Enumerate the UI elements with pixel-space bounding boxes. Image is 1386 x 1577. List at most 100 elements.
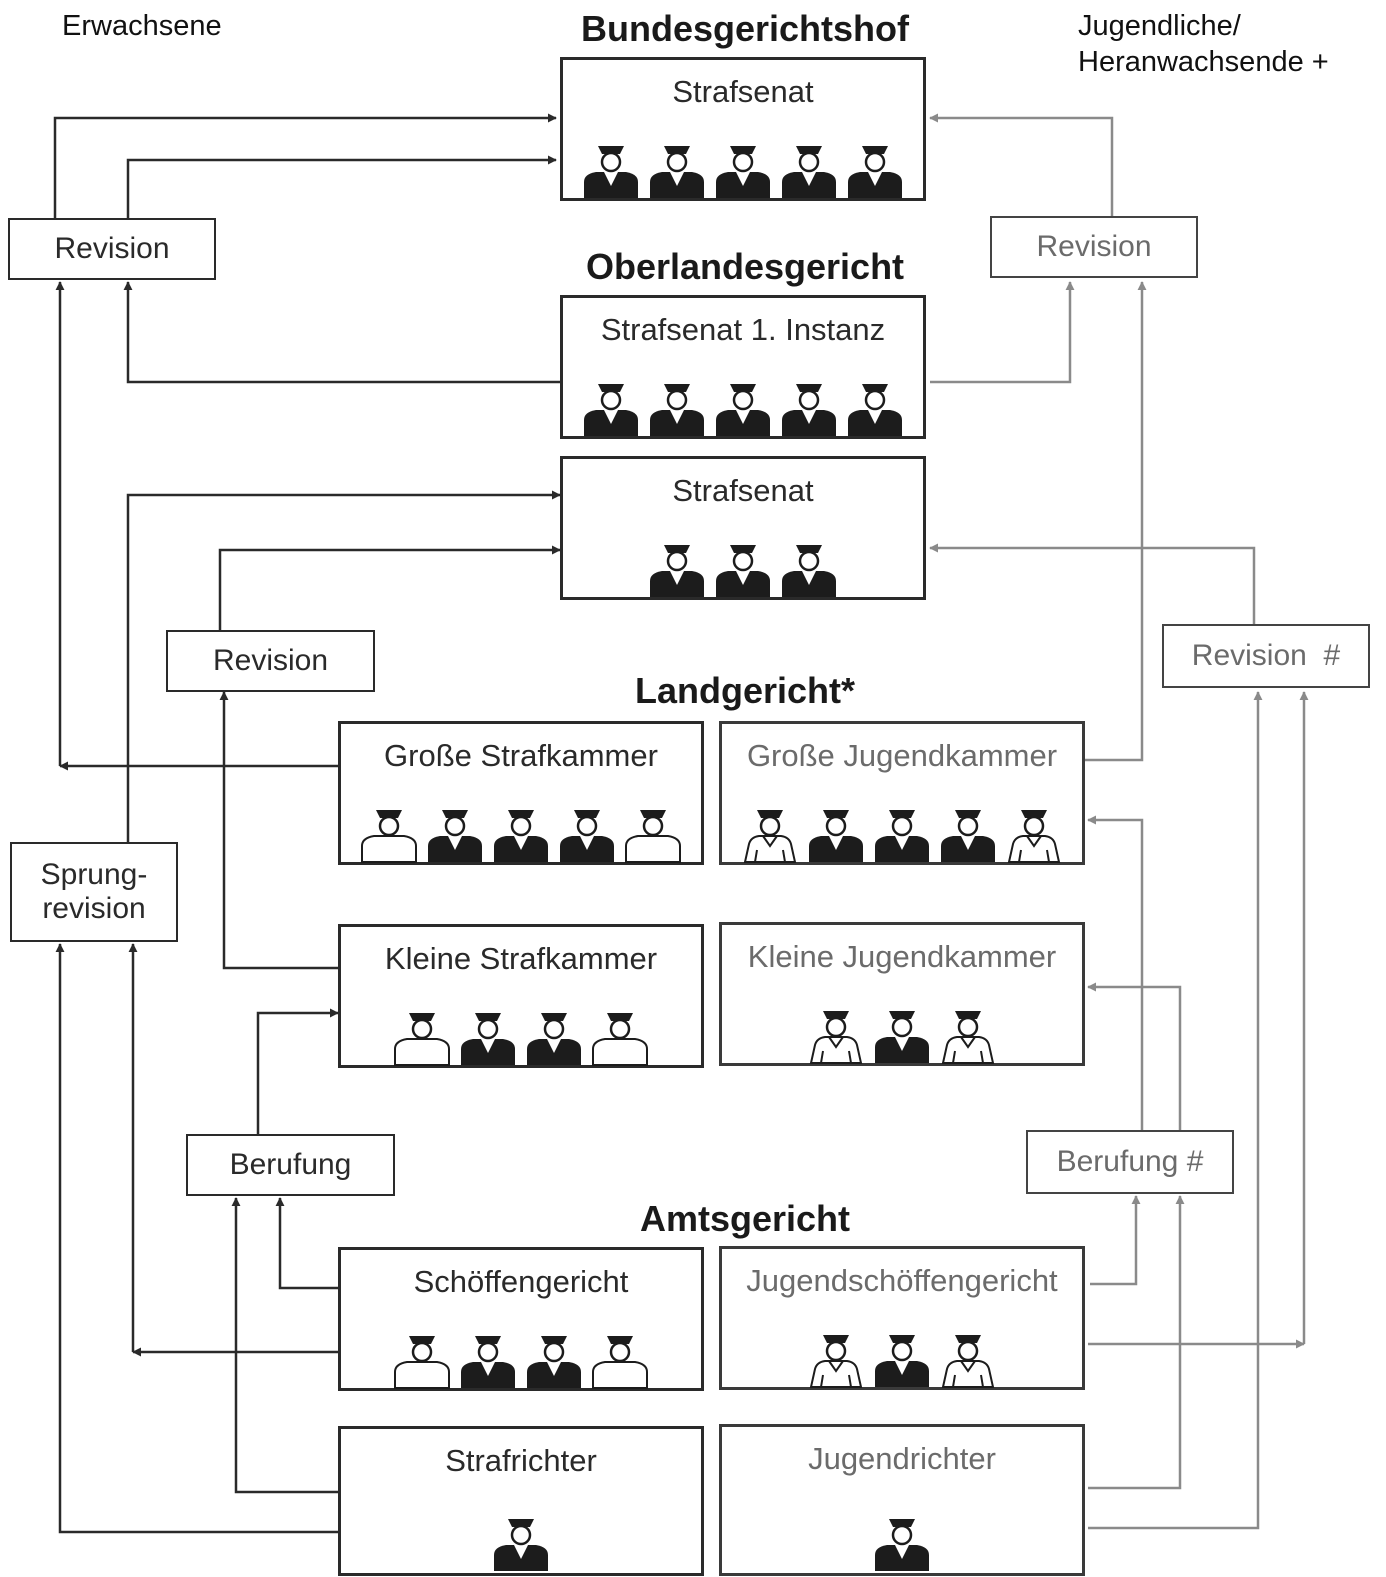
judges-row [722, 1007, 1082, 1065]
lay-judge-icon [361, 810, 417, 863]
professional-judge-icon [875, 1011, 929, 1063]
professional-judge-icon [782, 384, 836, 436]
youth-lay-judge-icon [809, 1011, 863, 1064]
youth-lay-judge-icon [941, 1335, 995, 1388]
arrow-revision-hash-to-olg [929, 543, 1256, 630]
arrow-olg-to-revision-right [930, 281, 1075, 384]
remedy-revision-mid-left: Revision [166, 630, 375, 692]
arrow-olg-to-revision [123, 281, 560, 384]
court-olg-strafsenat: Strafsenat [560, 456, 926, 600]
judges-row [341, 1009, 701, 1067]
professional-judge-icon [584, 146, 638, 198]
judges-row [341, 1332, 701, 1390]
arrow-revision-to-bgh-1 [53, 113, 557, 218]
professional-judge-icon [782, 545, 836, 597]
professional-judge-icon [848, 146, 902, 198]
level-oberlandesgericht: Oberlandesgericht [585, 246, 905, 287]
remedy-berufung-hash: Berufung # [1026, 1130, 1234, 1194]
judges-row [563, 380, 923, 438]
court-jugendschoeffengericht: Jugendschöffengericht [719, 1246, 1085, 1390]
professional-judge-icon [941, 810, 995, 862]
remedy-revision-top-right: Revision [990, 216, 1198, 278]
youth-lay-judge-icon [743, 810, 797, 863]
professional-judge-icon [527, 1013, 581, 1065]
professional-judge-icon [875, 1335, 929, 1387]
judges-row [341, 1515, 701, 1573]
arrow-jugendrichter-to-berufung-hash [1088, 1195, 1185, 1490]
arrow-strafrichter-to-sprungrevision [55, 943, 340, 1534]
level-landgericht: Landgericht* [634, 670, 856, 711]
court-strafrichter: Strafrichter [338, 1426, 704, 1576]
arrow-jsg-to-berufung-hash [1090, 1195, 1141, 1286]
arrow-schoeffen-to-berufung [275, 1197, 340, 1290]
professional-judge-icon [650, 146, 704, 198]
court-olg-strafsenat-1-instanz: Strafsenat 1. Instanz [560, 295, 926, 439]
arrow-berufung-hash-to-gjk [1087, 815, 1144, 1132]
judges-row [563, 142, 923, 200]
professional-judge-icon [848, 384, 902, 436]
lay-judge-icon [394, 1336, 450, 1389]
professional-judge-icon [584, 384, 638, 436]
judges-row [563, 541, 923, 599]
youth-appeal-lines [929, 113, 1309, 1530]
professional-judge-icon [494, 810, 548, 862]
adults-label: Erwachsene [62, 10, 222, 42]
court-label: Strafsenat [672, 473, 814, 508]
level-amtsgericht: Amtsgericht [639, 1198, 851, 1239]
judges-row [722, 806, 1082, 864]
court-grosse-strafkammer: Große Strafkammer [338, 721, 704, 865]
arrow-revision-right-to-bgh [929, 113, 1114, 218]
remedy-revision-hash: Revision # [1162, 624, 1370, 688]
professional-judge-icon [428, 810, 482, 862]
arrow-berufung-to-ksk [256, 1008, 339, 1136]
lay-judge-icon [592, 1336, 648, 1389]
professional-judge-icon [716, 545, 770, 597]
lay-judge-icon [592, 1013, 648, 1066]
youth-label-line1: Jugendliche/ [1078, 10, 1241, 42]
court-kleine-jugendkammer: Kleine Jugendkammer [719, 922, 1085, 1066]
level-bundesgerichtshof: Bundesgerichtshof [580, 8, 910, 49]
arrow-sprungrevision-to-olg [126, 490, 561, 842]
court-label: Schöffengericht [413, 1264, 629, 1299]
remedy-berufung-left: Berufung [186, 1134, 395, 1196]
arrow-revision-mid-to-olg [218, 545, 561, 632]
court-bgh-strafsenat: Strafsenat [560, 57, 926, 201]
arrow-jugendrichter-to-revision-hash [1088, 691, 1263, 1530]
court-jugendrichter: Jugendrichter [719, 1424, 1085, 1576]
court-label: Kleine Strafkammer [384, 941, 658, 976]
sprungrevision-line2: revision [42, 892, 146, 925]
adult-appeal-lines [53, 113, 561, 1534]
arrow-strafrichter-to-berufung [231, 1197, 340, 1494]
professional-judge-icon [716, 146, 770, 198]
arrow-gjk-to-revision-right [1085, 281, 1147, 762]
professional-judge-icon [650, 384, 704, 436]
judges-row [722, 1331, 1082, 1389]
court-label: Strafrichter [445, 1443, 597, 1478]
professional-judge-icon [782, 146, 836, 198]
court-label: Jugendschöffengericht [746, 1263, 1058, 1298]
judges-row [341, 806, 701, 864]
professional-judge-icon [461, 1336, 515, 1388]
court-kleine-strafkammer: Kleine Strafkammer [338, 924, 704, 1068]
remedy-revision-top-left: Revision [8, 218, 216, 280]
professional-judge-icon [875, 1519, 929, 1571]
lay-judge-icon [625, 810, 681, 863]
youth-lay-judge-icon [941, 1011, 995, 1064]
professional-judge-icon [650, 545, 704, 597]
professional-judge-icon [527, 1336, 581, 1388]
court-label: Jugendrichter [808, 1441, 996, 1476]
youth-lay-judge-icon [1007, 810, 1061, 863]
judges-row [722, 1515, 1082, 1573]
arrow-berufung-hash-to-kjk [1087, 982, 1182, 1132]
court-grosse-jugendkammer: Große Jugendkammer [719, 721, 1085, 865]
professional-judge-icon [560, 810, 614, 862]
court-label: Kleine Jugendkammer [747, 939, 1057, 974]
professional-judge-icon [461, 1013, 515, 1065]
court-label: Strafsenat 1. Instanz [600, 312, 886, 347]
arrow-revision-to-bgh-2 [126, 155, 557, 218]
professional-judge-icon [875, 810, 929, 862]
professional-judge-icon [494, 1519, 548, 1571]
sprungrevision-line1: Sprung- [40, 858, 148, 891]
remedy-sprungrevision: Sprung- revision [10, 842, 178, 942]
